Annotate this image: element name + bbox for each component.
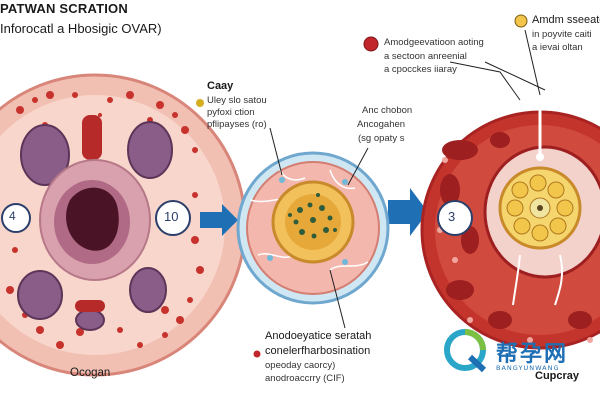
middle-callout-bottom-line1: Anodoeyatice seratah — [265, 330, 372, 342]
middle-callout-right-line3: (sg opaty s — [358, 133, 405, 144]
watermark-logo — [444, 329, 487, 373]
right-ovary-cross-section — [420, 100, 600, 350]
middle-callout-bottom-line4: anodroaccrry (CIF) — [265, 373, 345, 384]
callout-dot-yellow — [196, 99, 204, 107]
middle-callout-right-line1: Anc chobon — [362, 105, 413, 116]
watermark-latin: BANGYUNWANG — [496, 364, 560, 372]
right-callout-right-line1: Amdm sseeate — [532, 14, 600, 26]
right-ovary-caption: Cupcray — [535, 370, 580, 382]
middle-callout-left-line3: pflipayses (ro) — [207, 119, 267, 130]
arrow-to-middle — [200, 204, 238, 236]
right-callout-right-line2: in poyvite caiti — [532, 29, 592, 40]
middle-follicle — [236, 151, 390, 305]
middle-callout-left-line2: pyfoxi ction — [207, 107, 255, 118]
callout-dot-red-right — [363, 36, 379, 52]
diagram-title-line1: PATWAN SCRATION — [0, 1, 128, 16]
callout-dot-red-bottom — [253, 350, 261, 358]
left-ovary-caption: Ocogan — [70, 367, 111, 379]
right-ovary-badge-number: 3 — [448, 209, 456, 224]
left-badge-number: 4 — [9, 209, 16, 223]
right-leader-lines — [449, 29, 546, 101]
arrow-to-right — [388, 188, 428, 236]
left-ovary-cross-section — [0, 73, 247, 377]
middle-callout-left-line1: Uley slo satou — [207, 95, 267, 106]
watermark-chinese: 帮孕网 — [496, 342, 569, 367]
middle-leader-lines — [269, 127, 369, 329]
diagram-title-line2: Inforocatl a Hbosigic OVAR) — [0, 21, 162, 36]
right-callout-left-line3: a cpocckes iiaray — [384, 64, 457, 75]
right-badge-number: 10 — [164, 209, 179, 224]
callout-dot-yellow-right — [514, 14, 528, 28]
right-callout-left-line2: a sectoon anreenial — [384, 51, 467, 62]
right-callout-left-line1: Amodgeevatioon aoting — [384, 37, 484, 48]
middle-callout-bottom-line2: conelerfharbosination — [265, 345, 371, 357]
middle-callout-right-line2: Ancogahen — [357, 119, 406, 130]
middle-callout-heading: Caay — [207, 80, 234, 92]
right-callout-right-line3: a ievai oltan — [532, 42, 583, 53]
middle-callout-bottom-line3: opeoday caorcy) — [265, 360, 336, 371]
